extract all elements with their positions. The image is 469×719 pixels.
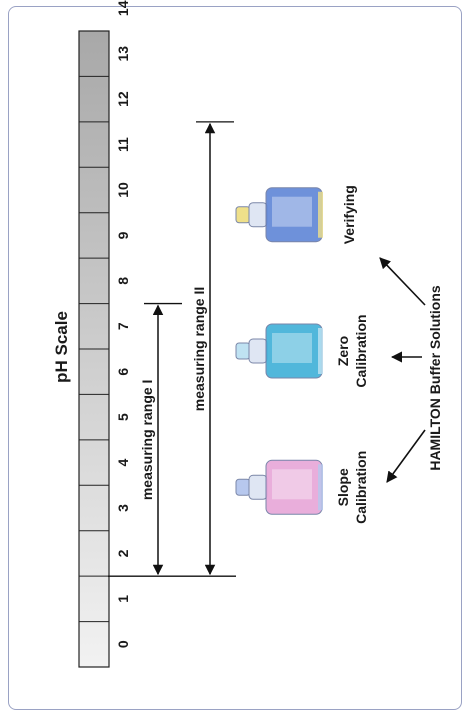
arrow-to-verifying (379, 257, 426, 306)
ph-tick-label: 9 (115, 231, 131, 239)
measuring-ranges: measuring range I measuring range II (108, 121, 236, 577)
buffer-bottle (235, 459, 323, 515)
ph-tick-label: 1 (115, 595, 131, 603)
bottle-label-line2: Calibration (353, 451, 369, 524)
arrow-to-slope (386, 429, 426, 483)
bottle-label-line1: Slope (335, 468, 351, 506)
ph-tick-label: 6 (115, 368, 131, 376)
bottle-label-line2: Calibration (353, 314, 369, 387)
bottle-label (272, 469, 312, 500)
buffer-bottle (235, 323, 323, 379)
bottle-label (272, 196, 312, 227)
ph-tick-label: 7 (115, 322, 131, 330)
buffer-arrows (379, 257, 426, 483)
bottle-label (272, 333, 312, 363)
range-label: measuring range II (191, 287, 207, 411)
bottle-cap (235, 342, 251, 360)
bottle-label-line1: Verifying (341, 185, 357, 244)
ph-tick-label: 14 (115, 0, 131, 16)
bottle-base (318, 191, 323, 238)
bottle-cap (235, 206, 251, 224)
bottle-neck (248, 474, 268, 500)
bottle-neck (248, 202, 268, 228)
ph-tick-label: 12 (115, 91, 131, 107)
ph-tick-label: 2 (115, 549, 131, 557)
ph-tick-label: 4 (115, 458, 131, 466)
ph-tick-label: 5 (115, 413, 131, 421)
bottle-neck (248, 338, 268, 364)
hamilton-buffer-label: HAMILTON Buffer Solutions (427, 285, 443, 471)
ph-scale-bar (78, 30, 110, 668)
ph-tick-label: 0 (115, 640, 131, 648)
ph-tick-label: 11 (115, 137, 131, 152)
scale-title: pH Scale (52, 311, 71, 383)
bottle-cap (235, 478, 251, 496)
buffer-bottle (235, 187, 323, 243)
ph-tick-label: 8 (115, 277, 131, 285)
bottle-base (318, 328, 323, 374)
bottle-base (318, 464, 323, 511)
ph-tick-label: 3 (115, 504, 131, 512)
ph-tick-label: 10 (115, 182, 131, 198)
range-label: measuring range I (139, 380, 155, 501)
ph-tick-label: 13 (115, 46, 131, 62)
bottle-label-line1: Zero (335, 336, 351, 366)
